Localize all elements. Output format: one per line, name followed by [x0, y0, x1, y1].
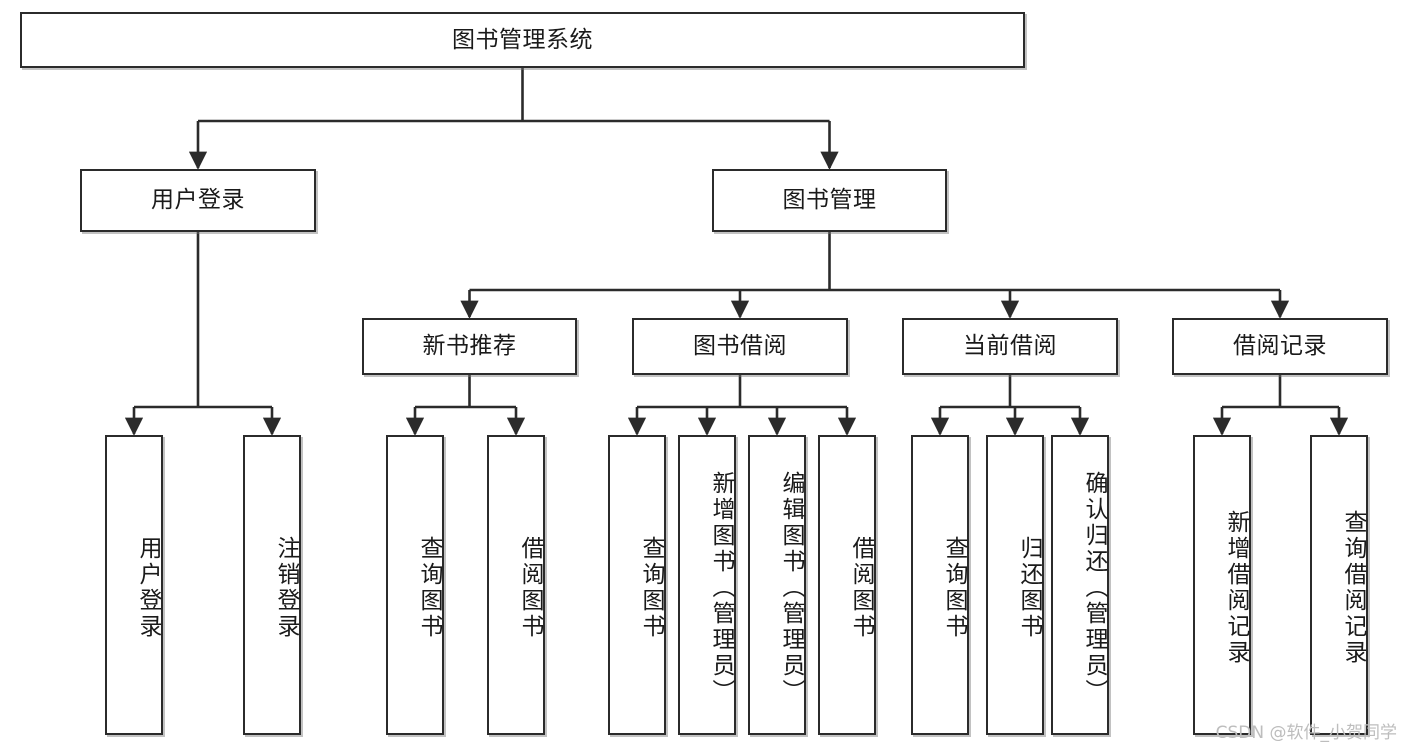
- node-leaf-query-record[interactable]: 查询借阅记录: [1310, 435, 1368, 735]
- node-leaf-query-book-2[interactable]: 查询图书: [608, 435, 666, 735]
- node-leaf-add-record[interactable]: 新增借阅记录: [1193, 435, 1251, 735]
- node-label: 用户登录: [151, 187, 245, 214]
- node-leaf-logout[interactable]: 注销登录: [243, 435, 301, 735]
- node-leaf-confirm-return[interactable]: 确认归还（管理员）: [1051, 435, 1109, 735]
- node-label: 新增图书（管理员）: [708, 471, 734, 705]
- node-leaf-user-login[interactable]: 用户登录: [105, 435, 163, 735]
- node-leaf-edit-book[interactable]: 编辑图书（管理员）: [748, 435, 806, 735]
- node-leaf-query-book-1[interactable]: 查询图书: [386, 435, 444, 735]
- node-new-book-rec[interactable]: 新书推荐: [362, 318, 577, 375]
- node-book-manage[interactable]: 图书管理: [712, 169, 947, 232]
- node-label: 图书借阅: [693, 333, 787, 360]
- node-label: 查询图书: [941, 536, 967, 640]
- node-leaf-borrow-book-2[interactable]: 借阅图书: [818, 435, 876, 735]
- node-leaf-add-book[interactable]: 新增图书（管理员）: [678, 435, 736, 735]
- node-current-borrow[interactable]: 当前借阅: [902, 318, 1118, 375]
- node-label: 借阅记录: [1233, 333, 1327, 360]
- node-label: 用户登录: [135, 536, 161, 640]
- node-label: 查询借阅记录: [1340, 510, 1366, 666]
- node-user-login[interactable]: 用户登录: [80, 169, 316, 232]
- node-label: 查询图书: [638, 536, 664, 640]
- node-leaf-return-book[interactable]: 归还图书: [986, 435, 1044, 735]
- node-borrow-record[interactable]: 借阅记录: [1172, 318, 1388, 375]
- node-label: 新增借阅记录: [1223, 510, 1249, 666]
- node-label: 归还图书: [1016, 536, 1042, 640]
- node-label: 借阅图书: [848, 536, 874, 640]
- node-label: 图书管理: [782, 187, 877, 214]
- node-label: 注销登录: [273, 536, 299, 640]
- node-label: 当前借阅: [963, 333, 1057, 360]
- node-book-borrow[interactable]: 图书借阅: [632, 318, 848, 375]
- node-label: 图书管理系统: [452, 26, 593, 53]
- node-label: 查询图书: [416, 536, 442, 640]
- node-label: 编辑图书（管理员）: [778, 471, 804, 705]
- node-leaf-borrow-book-1[interactable]: 借阅图书: [487, 435, 545, 735]
- node-leaf-query-book-3[interactable]: 查询图书: [911, 435, 969, 735]
- node-label: 确认归还（管理员）: [1081, 471, 1107, 705]
- node-label: 新书推荐: [422, 333, 517, 360]
- node-root[interactable]: 图书管理系统: [20, 12, 1025, 68]
- node-label: 借阅图书: [517, 536, 543, 640]
